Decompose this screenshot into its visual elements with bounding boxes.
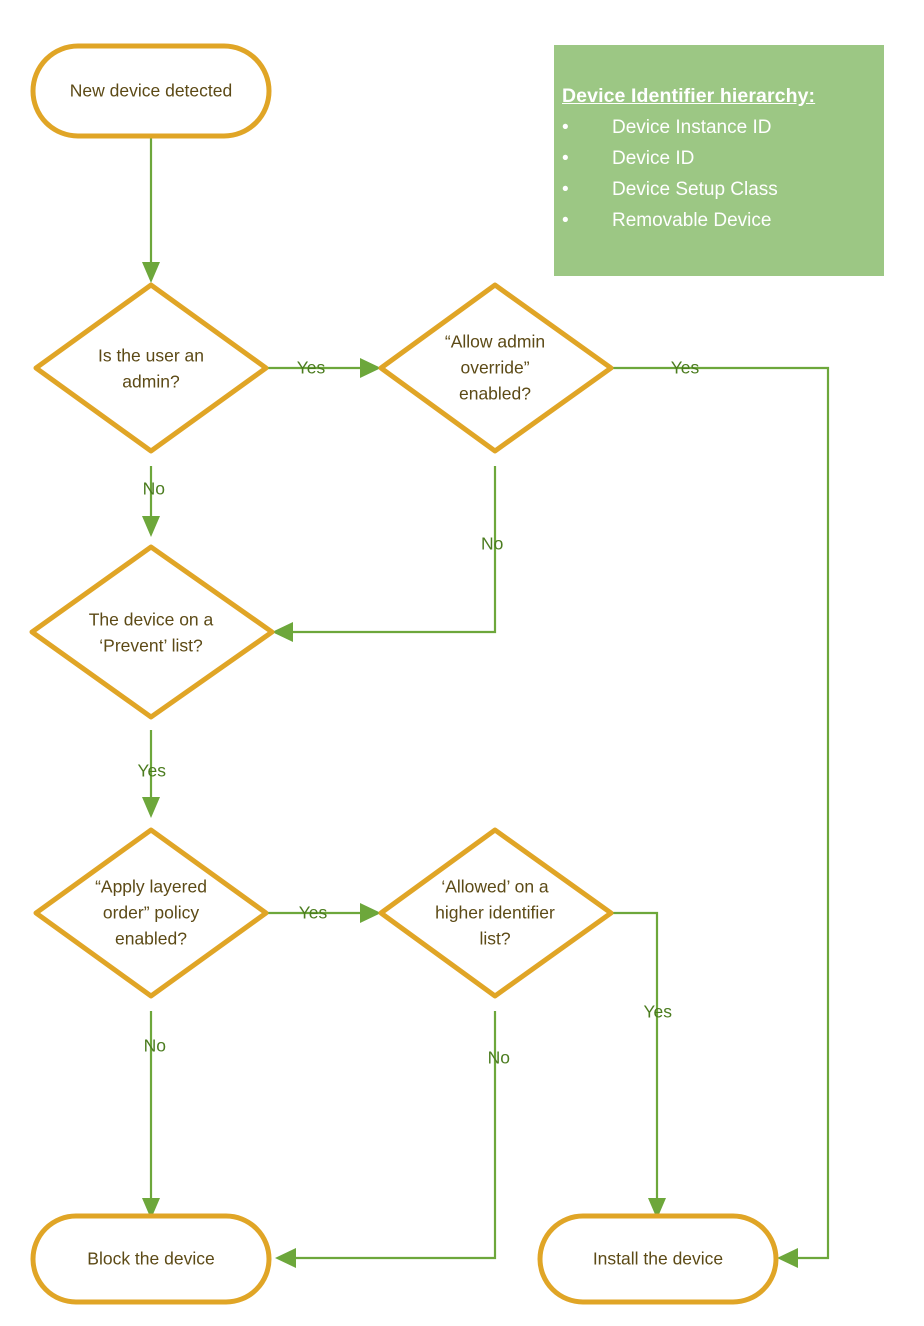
node-decision-is-user-admin[interactable]: Is the user an admin? xyxy=(33,282,269,454)
edge-label-layered-order-no: No xyxy=(144,1036,166,1056)
node-decision-device-on-prevent-list[interactable]: The device on a ‘Prevent’ list? xyxy=(29,544,275,720)
node-label-line3: list? xyxy=(479,929,510,949)
decision-shape xyxy=(33,282,269,454)
bullet-icon: • xyxy=(562,148,569,169)
bullet-icon: • xyxy=(562,210,569,231)
edge-allowed-higher-yes-to-install: Yes xyxy=(611,911,672,1219)
node-decision-apply-layered-order[interactable]: “Apply layered order” policy enabled? xyxy=(33,827,269,999)
terminator-shape xyxy=(537,1213,779,1305)
bullet-icon: • xyxy=(562,117,569,138)
node-label-line3: enabled? xyxy=(115,929,187,949)
edge-line xyxy=(285,466,497,634)
legend-item: • Device ID xyxy=(554,143,884,174)
arrowhead-icon xyxy=(272,622,293,642)
terminator-shape xyxy=(30,43,272,139)
node-label-line1: “Apply layered xyxy=(95,877,207,897)
arrowhead-icon xyxy=(142,262,160,283)
node-end-install-the-device[interactable]: Install the device xyxy=(537,1213,779,1305)
node-label: Block the device xyxy=(87,1249,214,1269)
edge-label-allow-override-yes: Yes xyxy=(671,358,700,378)
legend-item-label: Removable Device xyxy=(612,210,772,231)
node-label-line2: admin? xyxy=(122,372,180,392)
arrowhead-icon xyxy=(777,1248,798,1268)
edge-label-is-admin-no: No xyxy=(143,479,165,499)
edge-label-is-admin-yes: Yes xyxy=(297,358,326,378)
node-decision-allowed-on-higher-identifier[interactable]: ‘Allowed’ on a higher identifier list? xyxy=(378,827,614,999)
edge-line xyxy=(611,366,830,1260)
node-label-line1: “Allow admin xyxy=(445,332,545,352)
arrowhead-icon xyxy=(142,516,160,537)
arrowhead-icon xyxy=(360,358,381,378)
edge-allow-override-yes-to-install: Yes xyxy=(611,358,830,1268)
decision-shape xyxy=(29,544,275,720)
node-label-line2: override” xyxy=(460,358,529,378)
node-start-new-device-detected[interactable]: New device detected xyxy=(30,43,272,139)
edge-label-layered-order-yes: Yes xyxy=(299,903,328,923)
decision-shape xyxy=(378,827,614,999)
edge-label-allowed-higher-no: No xyxy=(488,1048,510,1068)
node-label-line1: The device on a xyxy=(89,610,214,630)
node-label-line3: enabled? xyxy=(459,384,531,404)
edge-layered-order-no-to-block: No xyxy=(142,1011,166,1219)
node-label-line2: order” policy xyxy=(103,903,200,923)
edge-label-prevent-list-yes: Yes xyxy=(137,761,166,781)
edge-allow-override-no-to-prevent-list: No xyxy=(272,466,503,642)
node-label-line2: ‘Prevent’ list? xyxy=(99,636,203,656)
arrowhead-icon xyxy=(360,903,381,923)
legend-item: • Device Instance ID xyxy=(554,112,884,143)
edge-start-to-is-admin xyxy=(142,136,160,283)
edge-line xyxy=(288,1011,497,1260)
edge-allowed-higher-no-to-block: No xyxy=(275,1011,510,1268)
edge-layered-order-yes-to-allowed-higher: Yes xyxy=(266,903,381,923)
node-label-line2: higher identifier xyxy=(435,903,555,923)
node-label-line1: ‘Allowed’ on a xyxy=(441,877,549,897)
legend-item-label: Device ID xyxy=(612,148,695,169)
arrowhead-icon xyxy=(142,1198,160,1219)
edge-label-allowed-higher-yes: Yes xyxy=(643,1002,672,1022)
node-end-block-the-device[interactable]: Block the device xyxy=(30,1213,272,1305)
edge-prevent-list-yes-to-layered-order: Yes xyxy=(137,730,166,818)
legend-item: • Removable Device xyxy=(554,205,884,236)
decision-shape xyxy=(378,282,614,454)
legend-title: Device Identifier hierarchy: xyxy=(562,85,816,107)
legend-device-identifier-hierarchy: Device Identifier hierarchy: • Device In… xyxy=(554,45,884,276)
arrowhead-icon xyxy=(648,1198,666,1219)
arrowhead-icon xyxy=(142,797,160,818)
terminator-shape xyxy=(30,1213,272,1305)
node-label: Install the device xyxy=(593,1249,723,1269)
decision-shape xyxy=(33,827,269,999)
legend-item-label: Device Instance ID xyxy=(612,117,772,138)
node-label: New device detected xyxy=(70,81,232,101)
arrowhead-icon xyxy=(275,1248,296,1268)
node-decision-allow-admin-override[interactable]: “Allow admin override” enabled? xyxy=(378,282,614,454)
edge-line xyxy=(611,911,659,1206)
edge-label-allow-override-no: No xyxy=(481,534,503,554)
legend-item-label: Device Setup Class xyxy=(612,179,778,200)
bullet-icon: • xyxy=(562,179,569,200)
edge-is-admin-no-to-prevent-list: No xyxy=(142,466,165,537)
legend-item: • Device Setup Class xyxy=(554,174,884,205)
node-label-line1: Is the user an xyxy=(98,346,204,366)
edge-is-admin-yes-to-allow-override: Yes xyxy=(266,358,381,378)
legend-item-list: • Device Instance ID • Device ID • Devic… xyxy=(554,112,884,236)
